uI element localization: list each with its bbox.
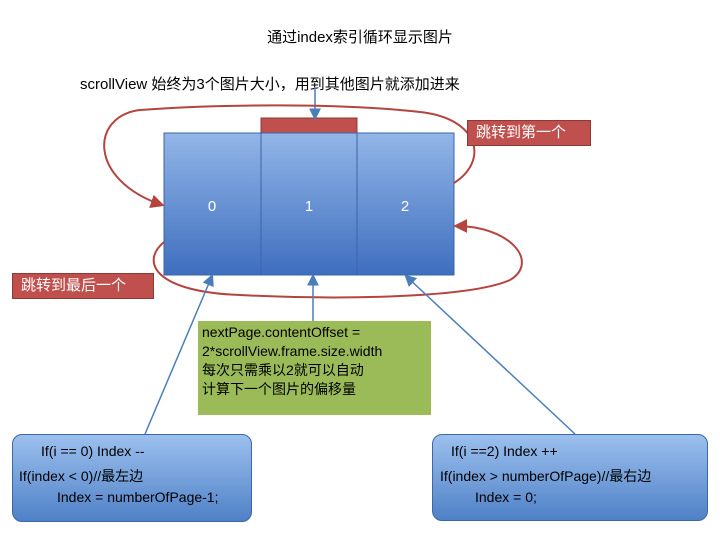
- code-line: If(index > numberOfPage)//最右边: [440, 468, 652, 484]
- offset-note-box: nextPage.contentOffset = 2*scrollView.fr…: [198, 321, 431, 415]
- note-line: 计算下一个图片的偏移量: [202, 381, 356, 397]
- jump-to-last-label: 跳转到最后一个: [12, 273, 154, 299]
- code-line: Index = 0;: [475, 489, 537, 505]
- page-label-0: 0: [208, 198, 216, 215]
- current-page-indicator: [260, 117, 358, 134]
- page-box-0: [163, 132, 262, 276]
- code-line: Index = numberOfPage-1;: [57, 489, 219, 505]
- increment-code-box: If(i ==2) Index ++ If(index > numberOfPa…: [432, 434, 708, 521]
- note-line: nextPage.contentOffset =: [202, 324, 361, 340]
- scrollview-caption: scrollView 始终为3个图片大小，用到其他图片就添加进来: [80, 76, 460, 93]
- page-label-2: 2: [401, 198, 409, 215]
- code-line: If(i ==2) Index ++: [451, 443, 558, 459]
- note-line: 每次只需乘以2就可以自动: [202, 362, 364, 378]
- page-label-1: 1: [305, 198, 313, 215]
- jump-to-first-label: 跳转到第一个: [467, 120, 591, 146]
- right-code-arrow: [404, 274, 576, 435]
- page-box-1: [260, 132, 358, 276]
- page-box-2: [356, 132, 455, 276]
- code-line: If(i == 0) Index --: [41, 443, 145, 459]
- jump-to-last-arrow: [152, 219, 523, 299]
- note-line: 2*scrollView.frame.size.width: [202, 343, 383, 359]
- decrement-code-box: If(i == 0) Index -- If(index < 0)//最左边 I…: [12, 434, 252, 522]
- code-line: If(index < 0)//最左边: [19, 468, 144, 484]
- left-code-arrow: [144, 273, 214, 435]
- diagram-title: 通过index索引循环显示图片: [267, 29, 453, 46]
